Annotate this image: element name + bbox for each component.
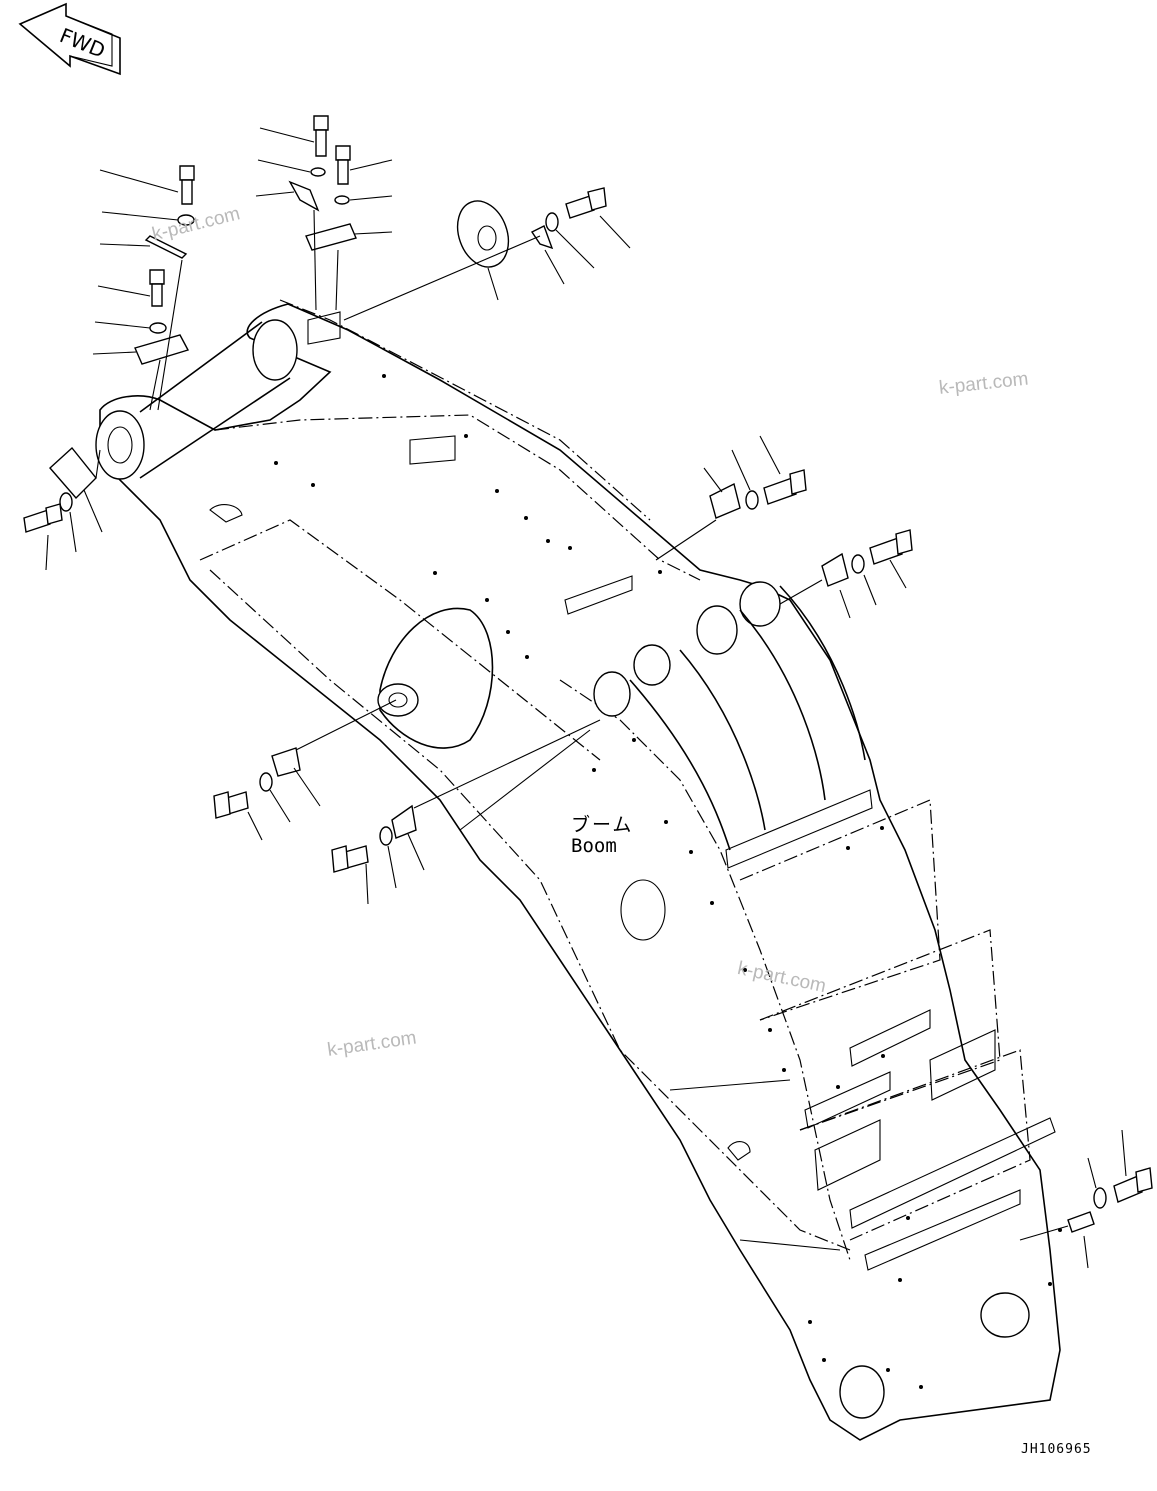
fwd-arrow-icon: FWD [18, 2, 121, 76]
parts-group-right-upper [655, 435, 913, 619]
parts-group-foot [23, 446, 103, 571]
parts-group-middle [213, 699, 601, 905]
boom-label-jp: ブーム [571, 814, 634, 836]
boom-body [95, 299, 1062, 1441]
drawing-code: JH106965 [1021, 1442, 1092, 1457]
parts-group-top-left [92, 165, 195, 411]
parts-group-flange [343, 187, 631, 321]
parts-group-top-center [255, 115, 393, 311]
parts-group-bottom-right [1019, 1129, 1153, 1269]
boom-label-en: Boom [571, 835, 617, 857]
